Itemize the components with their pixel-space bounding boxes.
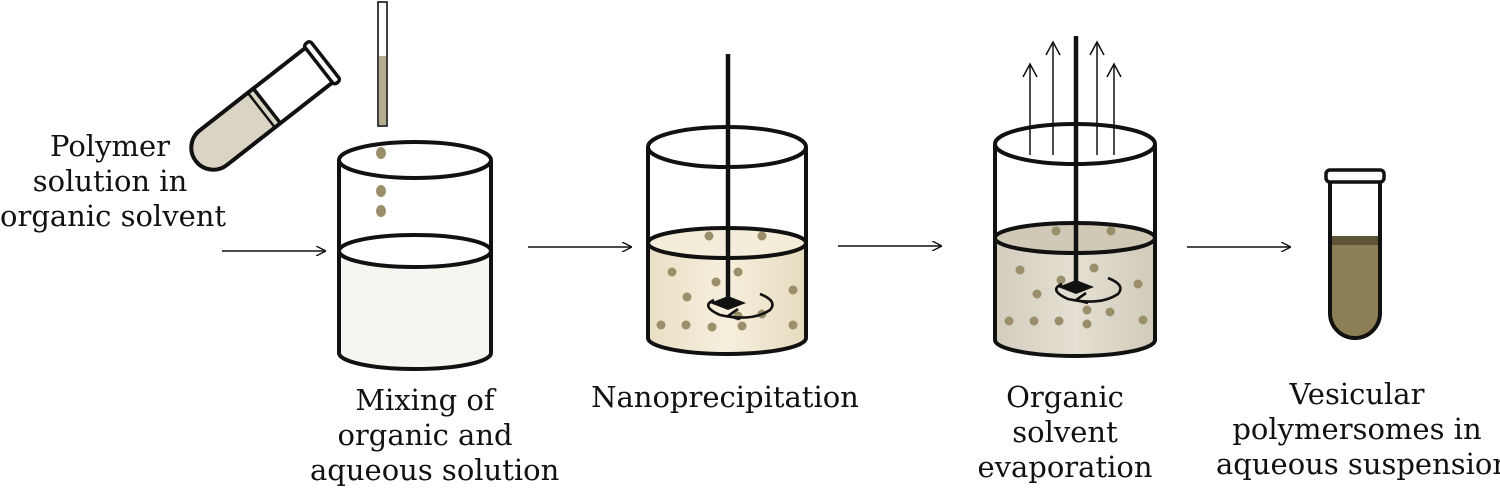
polymer-test-tube xyxy=(189,40,342,172)
mixing-beaker-rim xyxy=(337,140,493,180)
vial-rim xyxy=(1324,168,1386,184)
evaporation-liquid xyxy=(995,238,1155,356)
nanoprecipitation-beaker xyxy=(646,54,808,356)
test-tube-outline xyxy=(189,45,336,172)
test-tube-meniscus xyxy=(251,87,282,125)
mixing-label: Mixing of organic and aqueous solution xyxy=(310,383,560,487)
suspended-particles xyxy=(1004,226,1148,329)
test-tube-meniscus-line xyxy=(246,92,276,129)
pipette xyxy=(377,1,388,127)
nanoparticles xyxy=(656,231,798,332)
evaporation-beaker xyxy=(993,36,1157,358)
falling-drops xyxy=(376,147,386,217)
nanoprecipitation-label: Nanoprecipitation xyxy=(591,380,859,414)
test-tube-rim xyxy=(302,40,342,86)
polymer-solution-label: Polymer solution in organic solvent xyxy=(0,129,227,233)
aqueous-solution xyxy=(339,251,491,369)
stirrer-evaporation xyxy=(1054,36,1122,305)
test-tube-liquid xyxy=(191,88,281,170)
mixing-beaker xyxy=(337,140,493,371)
polymersome-suspension xyxy=(1330,238,1380,338)
polymersomes-label: Vesicular polymersomes in aqueous suspen… xyxy=(1216,377,1500,481)
vapor-arrows xyxy=(1022,40,1122,155)
polymersome-vial xyxy=(1324,168,1386,340)
evaporation-label: Organic solvent evaporation xyxy=(977,380,1153,484)
magnetic-stirrer xyxy=(706,54,774,321)
